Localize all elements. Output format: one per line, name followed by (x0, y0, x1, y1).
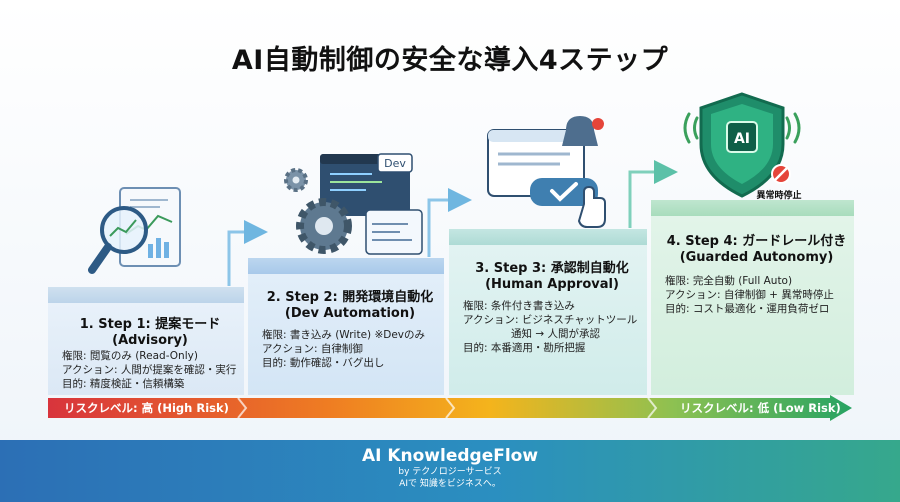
step-4-permission: 権限: 完全自動 (Full Auto) (665, 275, 793, 287)
ai-shield-icon: AI 異常時停止 (683, 92, 802, 201)
step-3-subtitle: (Human Approval) (485, 277, 619, 292)
magnifier-chart-document-icon (88, 187, 181, 274)
step-2-purpose: 目的: 動作確認・バグ出し (262, 357, 385, 369)
step-connector-arrows (227, 160, 678, 286)
step-1-subtitle: (Advisory) (112, 333, 188, 348)
step-3-action-cont: 通知 → 人間が承認 (511, 328, 600, 340)
step-4-title: 4. Step 4: ガードレール付き (666, 234, 847, 249)
step-1-block: 1. Step 1: 提案モード (Advisory) 権限: 閲覧のみ (Re… (48, 287, 244, 395)
step-2-action: アクション: 自律制御 (262, 343, 363, 355)
connector-arrow-3 (628, 160, 678, 228)
connector-arrow-1 (227, 220, 268, 286)
step-2-permission: 権限: 書き込み (Write) ※Devのみ (262, 329, 426, 341)
step-2-block: 2. Step 2: 開発環境自動化 (Dev Automation) 権限: … (248, 258, 444, 395)
step-3-action: アクション: ビジネスチャットツール (463, 314, 638, 326)
brand-name: AI KnowledgeFlow (361, 446, 539, 466)
step-2-title: 2. Step 2: 開発環境自動化 (266, 290, 434, 305)
gears-code-window-icon: Dev (284, 153, 423, 255)
footer-brand-bar: AI KnowledgeFlow by テクノロジーサービス AIで 知識をビジ… (0, 440, 900, 502)
emergency-stop-badge: 異常時停止 (756, 189, 801, 201)
step-4-purpose: 目的: コスト最適化・運用負荷ゼロ (665, 303, 830, 315)
risk-gradient-bar (48, 395, 852, 421)
step-3-block: 3. Step 3: 承認制自動化 (Human Approval) 権限: 条… (449, 229, 647, 395)
step-1-permission: 権限: 閲覧のみ (Read-Only) (62, 350, 198, 362)
step-1-title: 1. Step 1: 提案モード (79, 317, 221, 332)
step-3-permission: 権限: 条件付き書き込み (463, 300, 575, 312)
step-4-action: アクション: 自律制御 + 異常時停止 (665, 289, 834, 301)
step-4-subtitle: (Guarded Autonomy) (679, 250, 834, 265)
step-1-purpose: 目的: 精度検証・信頼構築 (62, 378, 185, 390)
dev-label: Dev (384, 157, 406, 170)
brand-by: by テクノロジーサービス (398, 467, 502, 477)
step-2-subtitle: (Dev Automation) (284, 306, 416, 321)
chat-bell-approve-icon (487, 116, 606, 228)
step-3-purpose: 目的: 本番適用・勘所把握 (463, 342, 586, 354)
risk-high-label: リスクレベル: 高 (High Risk) (64, 401, 229, 415)
connector-arrow-2 (427, 188, 472, 257)
step-1-action: アクション: 人間が提案を確認・実行 (62, 364, 237, 376)
page-title: AI自動制御の安全な導入4ステップ (231, 45, 669, 76)
step-4-block: 4. Step 4: ガードレール付き (Guarded Autonomy) 権… (651, 200, 854, 395)
risk-low-label: リスクレベル: 低 (Low Risk) (680, 401, 841, 415)
ai-chip-label: AI (734, 131, 750, 147)
step-3-title: 3. Step 3: 承認制自動化 (475, 261, 629, 276)
brand-tagline: AIで 知識をビジネスへ。 (399, 479, 501, 489)
